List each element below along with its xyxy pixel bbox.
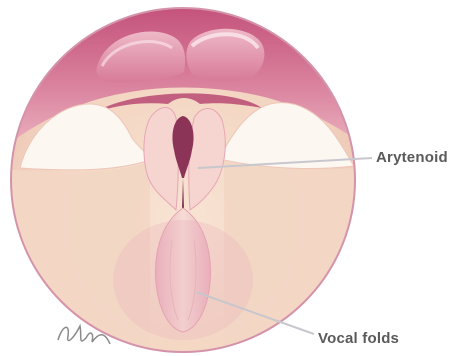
epiglottis-right-lobe [186,29,264,82]
arytenoid-label: Arytenoid [376,149,448,166]
vocal-folds-label: Vocal folds [318,330,399,347]
